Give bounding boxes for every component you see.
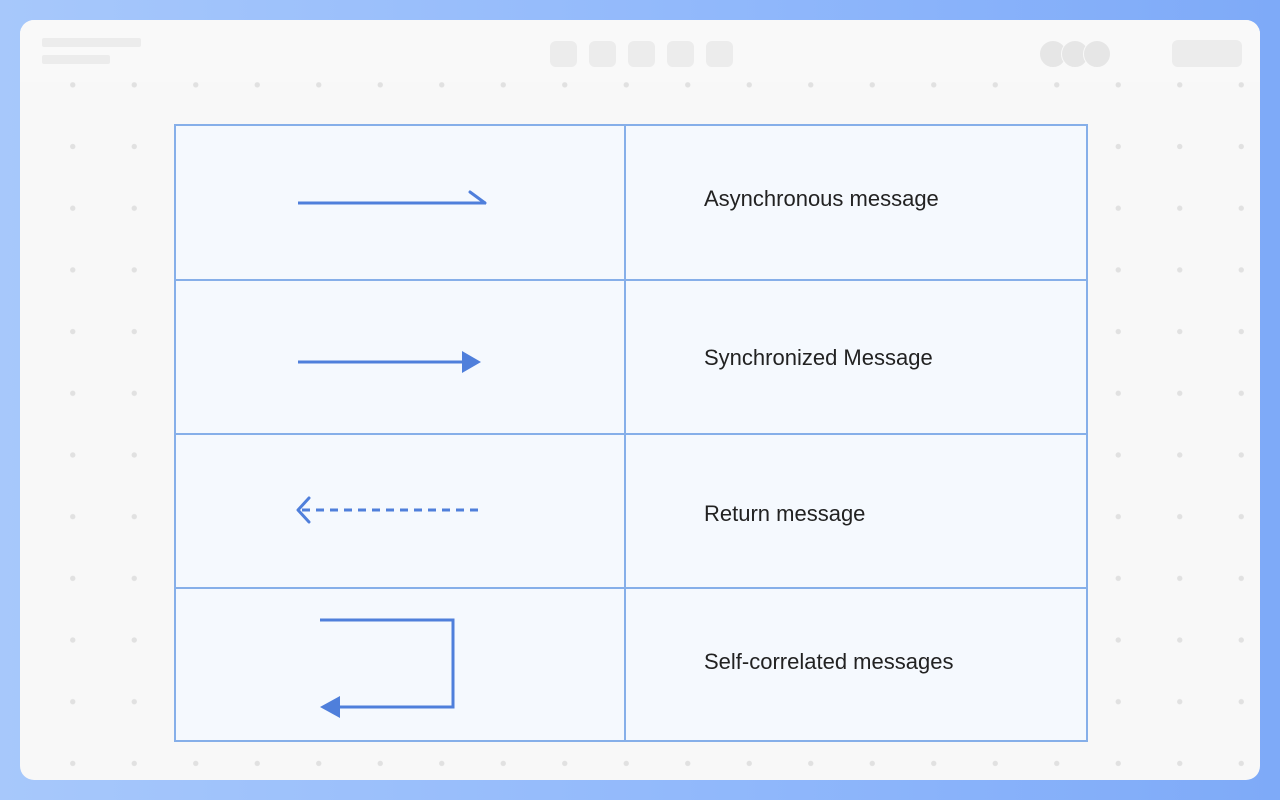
title-placeholder — [42, 38, 141, 47]
legend-row: Asynchronous message — [176, 126, 1086, 279]
legend-row: Return message — [176, 433, 1086, 589]
toolbar-button-5[interactable] — [706, 41, 733, 67]
legend-row: Self-correlated messages — [176, 587, 1086, 742]
avatar[interactable] — [1083, 40, 1111, 68]
label-cell: Asynchronous message — [626, 126, 1086, 279]
message-legend-table: Asynchronous message Synchronized Messag… — [174, 124, 1088, 742]
legend-label: Return message — [704, 501, 866, 526]
app-window: Asynchronous message Synchronized Messag… — [20, 20, 1260, 780]
toolbar-button-2[interactable] — [589, 41, 616, 67]
toolbar-button-4[interactable] — [667, 41, 694, 67]
toolbar-button-3[interactable] — [628, 41, 655, 67]
legend-row: Synchronized Message — [176, 279, 1086, 435]
label-cell: Return message — [626, 435, 1086, 589]
legend-label: Asynchronous message — [704, 186, 939, 211]
symbol-cell — [176, 435, 626, 589]
toolbar-button-1[interactable] — [550, 41, 577, 67]
label-cell: Self-correlated messages — [626, 589, 1086, 742]
subtitle-placeholder — [42, 55, 110, 64]
share-button[interactable] — [1172, 40, 1242, 67]
symbol-cell — [176, 281, 626, 435]
filled-arrow-solid-line-icon — [298, 351, 481, 373]
symbol-cell — [176, 589, 626, 742]
open-arrow-solid-line-icon — [298, 190, 487, 205]
self-loop-arrow-icon — [320, 618, 455, 718]
toolbar — [20, 20, 1260, 82]
open-arrow-dashed-line-icon — [296, 496, 481, 524]
symbol-cell — [176, 126, 626, 279]
legend-label: Self-correlated messages — [704, 649, 954, 674]
legend-label: Synchronized Message — [704, 345, 933, 370]
label-cell: Synchronized Message — [626, 281, 1086, 435]
